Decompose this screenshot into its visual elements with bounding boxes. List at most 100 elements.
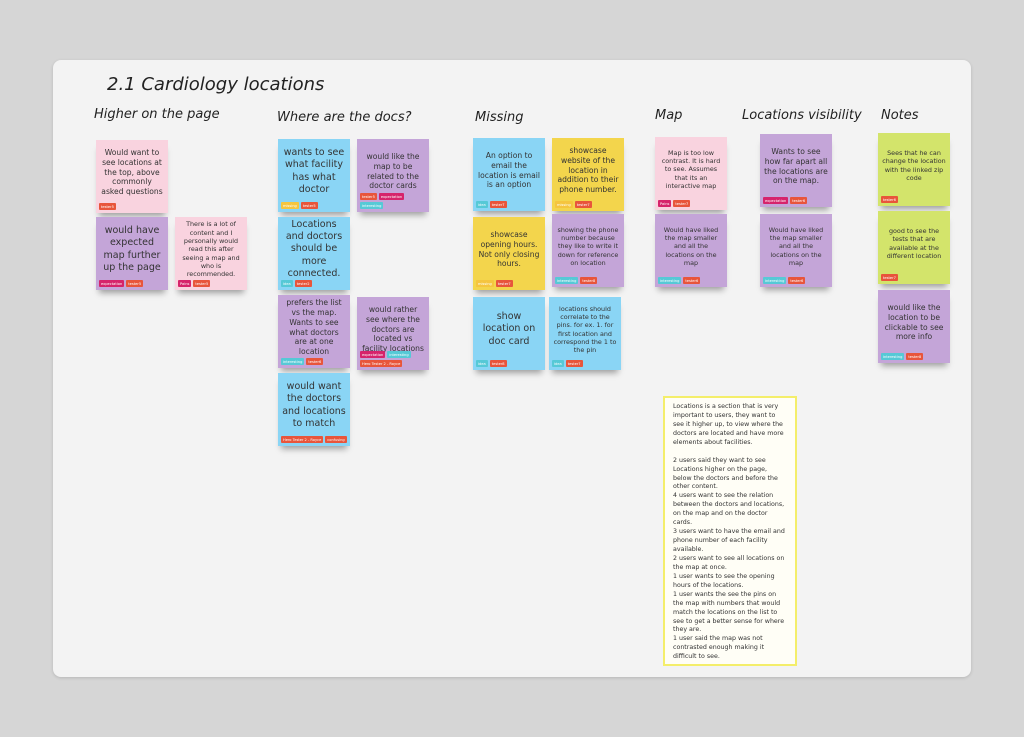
tag-badge[interactable]: confusing: [325, 436, 347, 443]
tag-badge[interactable]: tester7: [673, 200, 691, 207]
tag-badge[interactable]: idea: [476, 360, 488, 367]
tag-badge[interactable]: missing: [281, 202, 299, 209]
tag-badge[interactable]: tester7: [881, 274, 898, 281]
sticky-note[interactable]: Wants to see how far apart all the locat…: [760, 134, 832, 207]
sticky-note-text: Would want to see locations at the top, …: [101, 147, 163, 197]
tag-badge[interactable]: tester6: [306, 358, 324, 365]
sticky-note[interactable]: would like the map to be related to the …: [357, 139, 429, 212]
sticky-note[interactable]: Would have liked the map smaller and all…: [760, 214, 832, 287]
sticky-note-text: Would have liked the map smaller and all…: [663, 225, 719, 267]
sticky-note[interactable]: prefers the list vs the map. Wants to se…: [278, 295, 350, 368]
tag-badge[interactable]: interesting: [555, 277, 579, 284]
tag-badge[interactable]: tester7: [565, 360, 583, 367]
sticky-note[interactable]: Locations and doctors should be more con…: [278, 217, 350, 290]
tag-badge[interactable]: tester7: [495, 280, 513, 287]
column-heading: Map: [655, 108, 683, 123]
tag-badge[interactable]: expectation: [378, 193, 405, 200]
tag-badge[interactable]: interesting: [763, 277, 787, 284]
tag-badge[interactable]: interesting: [881, 353, 905, 360]
summary-text-box[interactable]: Locations is a section that is very impo…: [663, 396, 797, 666]
tag-badge[interactable]: interesting: [658, 277, 682, 284]
sticky-note-text: Wants to see how far apart all the locat…: [764, 146, 828, 186]
tag-badge[interactable]: tester5: [126, 280, 144, 287]
sticky-note[interactable]: Would want to see locations at the top, …: [96, 140, 168, 213]
tag-badge[interactable]: Hero Tester 2 - Royce: [360, 360, 403, 367]
sticky-note[interactable]: showing the phone number because they li…: [552, 214, 624, 287]
column-heading: Locations visibility: [742, 108, 862, 123]
sticky-note-text: showing the phone number because they li…: [557, 225, 619, 267]
sticky-note-text: An option to email the location is email…: [478, 150, 540, 190]
sticky-note-text: showcase website of the location in addi…: [557, 145, 619, 195]
sticky-note[interactable]: would rather see where the doctors are l…: [357, 297, 429, 370]
sticky-note[interactable]: good to see the tests that are available…: [878, 211, 950, 284]
tag-badge[interactable]: missing: [555, 201, 573, 208]
sticky-note[interactable]: locations should correlate to the pins. …: [549, 297, 621, 370]
tag-badge[interactable]: tester8: [580, 277, 598, 284]
tag-badge[interactable]: interesting: [360, 202, 384, 209]
sticky-note-text: locations should correlate to the pins. …: [553, 304, 617, 355]
column-heading: Higher on the page: [94, 107, 220, 122]
tag-badge[interactable]: missing: [476, 280, 494, 287]
tag-badge[interactable]: tester6: [683, 277, 701, 284]
sticky-note[interactable]: showcase website of the location in addi…: [552, 138, 624, 211]
sticky-note[interactable]: showcase opening hours. Not only closing…: [473, 217, 545, 290]
sticky-note-text: would like the map to be related to the …: [366, 151, 420, 191]
tag-badge[interactable]: interesting: [387, 351, 411, 358]
tag-badge[interactable]: interesting: [281, 358, 305, 365]
tag-badge[interactable]: Pains: [658, 200, 672, 207]
sticky-note[interactable]: would have expected map further up the p…: [96, 217, 168, 290]
tag-badge[interactable]: tester7: [574, 201, 592, 208]
tag-badge[interactable]: tester6: [790, 197, 808, 204]
tag-badge[interactable]: tester7: [489, 201, 507, 208]
sticky-note[interactable]: would want the doctors and locations to …: [278, 373, 350, 446]
tag-list: tester6: [881, 196, 947, 203]
tag-badge[interactable]: idea: [476, 201, 488, 208]
tag-list: tester7: [881, 274, 947, 281]
sticky-note[interactable]: Sees that he can change the location wit…: [878, 133, 950, 206]
tag-badge[interactable]: tester5: [300, 202, 318, 209]
sticky-note[interactable]: Map is too low contrast. It is hard to s…: [655, 137, 727, 210]
column-heading: Missing: [475, 110, 524, 125]
tag-badge[interactable]: tester2: [294, 280, 312, 287]
tag-badge[interactable]: tester8: [906, 353, 924, 360]
tag-badge[interactable]: tester5: [99, 203, 116, 210]
sticky-note[interactable]: An option to email the location is email…: [473, 138, 545, 211]
tag-badge[interactable]: tester6: [881, 196, 898, 203]
sticky-note[interactable]: would like the location to be clickable …: [878, 290, 950, 363]
tag-badge[interactable]: idea: [281, 280, 293, 287]
sticky-note-text: Locations and doctors should be more con…: [285, 218, 343, 280]
sticky-note[interactable]: Would have liked the map smaller and all…: [655, 214, 727, 287]
sticky-note-text: would have expected map further up the p…: [103, 224, 161, 273]
tag-list: tester5: [99, 203, 165, 210]
tag-badge[interactable]: tester8: [489, 360, 507, 367]
tag-badge[interactable]: Hero Tester 2 - Royce: [281, 436, 324, 443]
sticky-note-text: prefers the list vs the map. Wants to se…: [286, 297, 342, 357]
tag-badge[interactable]: expectation: [360, 351, 386, 358]
sticky-note[interactable]: There is a lot of content and I personal…: [175, 217, 247, 290]
tag-badge[interactable]: tester6: [788, 277, 806, 284]
sticky-note-text: good to see the tests that are available…: [886, 226, 942, 260]
tag-badge[interactable]: idea: [552, 360, 564, 367]
column-heading: Where are the docs?: [277, 110, 412, 125]
tag-badge[interactable]: expectation: [763, 197, 789, 204]
tag-badge[interactable]: Pains: [178, 280, 192, 287]
tag-badge[interactable]: tester5: [193, 280, 211, 287]
tag-badge[interactable]: expectation: [99, 280, 125, 287]
sticky-note[interactable]: wants to see what facility has what doct…: [278, 139, 350, 212]
tag-badge[interactable]: tester5: [360, 193, 377, 200]
